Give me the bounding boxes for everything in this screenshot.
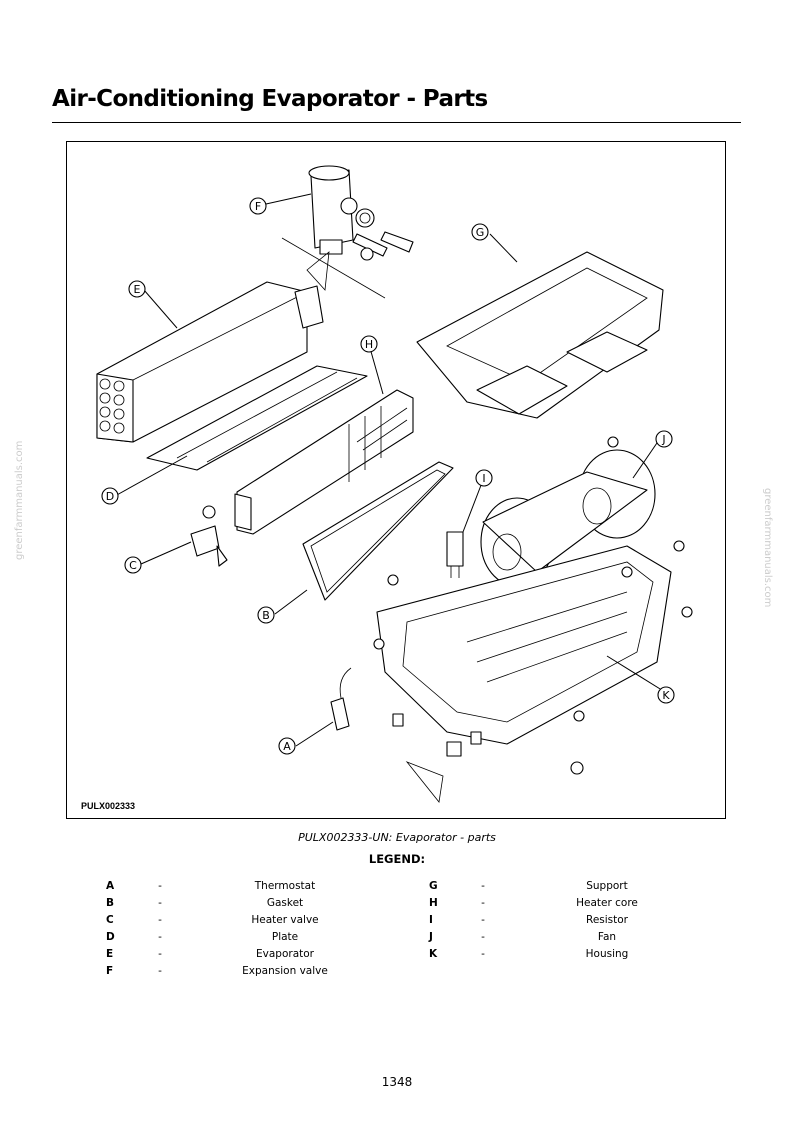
support-drawing xyxy=(416,251,664,419)
legend-dash: - xyxy=(158,948,162,960)
legend-key: E xyxy=(106,948,114,960)
page-number: 1348 xyxy=(381,1075,413,1089)
callout-leader-lines xyxy=(114,193,666,747)
thermostat-drawing xyxy=(330,667,482,803)
heater-core-drawing xyxy=(234,389,414,535)
legend-dash: - xyxy=(158,965,162,977)
figure-caption: PULX002333-UN: Evaporator - parts xyxy=(298,831,496,844)
legend-key: A xyxy=(106,880,115,892)
legend-label: Plate xyxy=(271,931,299,943)
legend-key: G xyxy=(429,880,438,892)
callout-d: D xyxy=(101,487,119,505)
svg-text:A: A xyxy=(283,740,291,753)
svg-text:B: B xyxy=(262,609,270,622)
legend-key: J xyxy=(429,931,433,943)
svg-text:J: J xyxy=(661,433,665,446)
legend-title: LEGEND: xyxy=(368,852,426,866)
legend-label: Housing xyxy=(585,948,629,960)
watermark-left: greenfarmmanuals.com xyxy=(14,440,25,560)
legend-dash: - xyxy=(481,880,485,892)
svg-text:G: G xyxy=(476,226,485,239)
legend-dash: - xyxy=(158,931,162,943)
callout-k: K xyxy=(657,686,675,704)
legend-dash: - xyxy=(158,897,162,909)
callout-h: H xyxy=(360,335,378,353)
svg-text:D: D xyxy=(106,490,114,503)
callout-b: B xyxy=(257,606,275,624)
plate-drawing xyxy=(146,365,368,471)
legend-label: Support xyxy=(586,880,628,892)
legend-label: Thermostat xyxy=(254,880,316,892)
legend-dash: - xyxy=(481,948,485,960)
legend-dash: - xyxy=(158,914,162,926)
svg-text:E: E xyxy=(134,283,141,296)
svg-text:F: F xyxy=(255,200,261,213)
legend-label: Evaporator xyxy=(256,948,314,960)
legend-key: B xyxy=(106,897,115,909)
legend-dash: - xyxy=(481,931,485,943)
legend-dash: - xyxy=(158,880,162,892)
fan-drawing xyxy=(480,449,656,587)
gasket-drawing xyxy=(302,461,454,601)
expansion-valve-drawing xyxy=(281,165,414,299)
figure-code: PULX002333 xyxy=(81,801,136,811)
legend-label: Fan xyxy=(597,931,617,943)
legend-dash: - xyxy=(481,914,485,926)
legend-key: K xyxy=(429,948,438,960)
legend-label: Heater valve xyxy=(251,914,319,926)
legend-label: Expansion valve xyxy=(242,965,328,977)
callout-j: J xyxy=(655,430,673,448)
legend-label: Heater core xyxy=(576,897,638,909)
svg-text:C: C xyxy=(129,559,137,572)
legend-key: I xyxy=(429,914,433,926)
parts-drawing: F E G H D C B I J K A xyxy=(96,165,693,803)
watermark-right: greenfarmmanuals.com xyxy=(762,488,773,608)
callout-e: E xyxy=(128,280,146,298)
callout-f: F xyxy=(249,197,267,215)
legend-key: F xyxy=(106,965,114,977)
legend-key: H xyxy=(429,897,438,909)
legend-dash: - xyxy=(481,897,485,909)
resistor-drawing xyxy=(446,531,464,578)
callout-g: G xyxy=(471,223,489,241)
legend-label: Gasket xyxy=(266,897,304,909)
callout-a: A xyxy=(278,737,296,755)
title-divider xyxy=(52,122,741,123)
page-title: Air-Conditioning Evaporator - Parts xyxy=(52,86,488,112)
housing-drawing xyxy=(373,436,693,775)
legend-key: D xyxy=(106,931,115,943)
evaporator-drawing xyxy=(96,281,324,443)
svg-text:H: H xyxy=(365,338,373,351)
callout-c: C xyxy=(124,556,142,574)
callout-i: I xyxy=(475,469,493,487)
svg-text:I: I xyxy=(482,472,485,485)
svg-text:K: K xyxy=(662,689,670,702)
heater-valve-drawing xyxy=(190,505,228,567)
exploded-parts-figure: F E G H D C B I J K A PULX0023 xyxy=(66,141,726,819)
legend-key: C xyxy=(106,914,114,926)
legend-label: Resistor xyxy=(586,914,628,926)
